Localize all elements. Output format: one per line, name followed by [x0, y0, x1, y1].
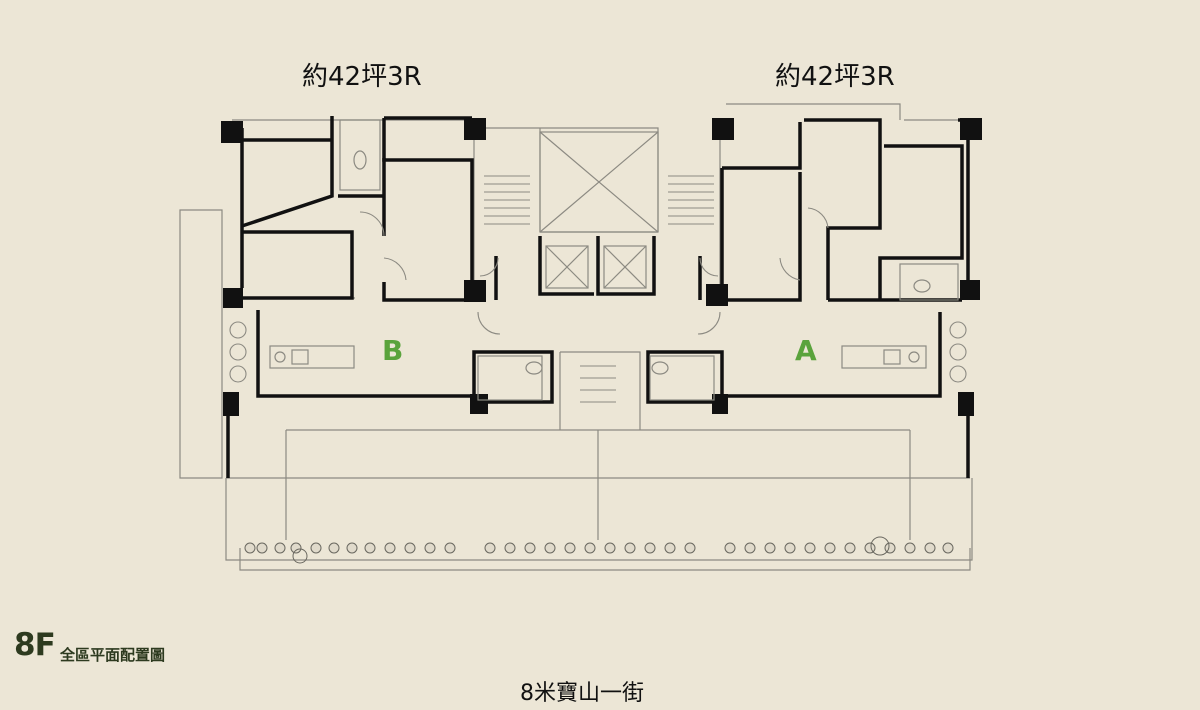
door-swings: [359, 207, 829, 335]
floor-plan-caption: 全區平面配置圖: [60, 646, 166, 664]
unit-b-letter: B: [382, 334, 404, 367]
columns: [221, 118, 982, 416]
stair-treads: [484, 175, 714, 403]
balcony-planters: [229, 321, 967, 383]
stair-elevator-core: [539, 131, 659, 289]
outline-lines: [179, 103, 973, 571]
street-name-label: 8米寶山一街: [520, 681, 644, 706]
hedge-row: [244, 536, 954, 564]
unit-a-letter: A: [795, 334, 817, 367]
unit-b-size-label: 約42坪3R: [302, 62, 422, 92]
unit-a-size-label: 約42坪3R: [775, 62, 895, 92]
floor-level-label: 8F: [14, 627, 56, 663]
kitchen-counters: [269, 119, 959, 401]
walls: [226, 116, 970, 478]
